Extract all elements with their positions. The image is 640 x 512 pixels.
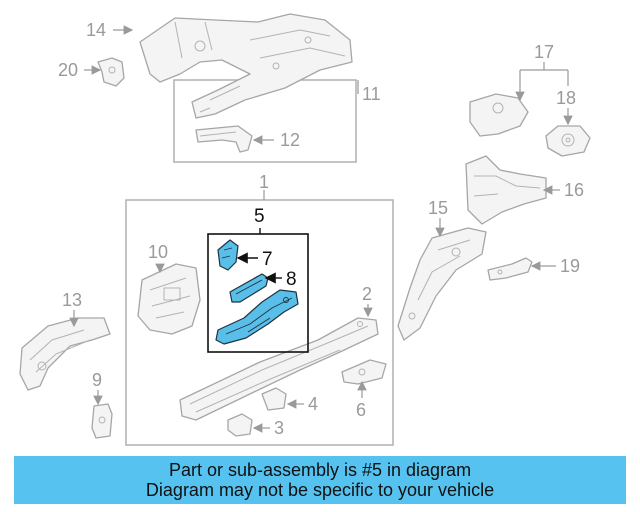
- callout-11: 11: [362, 84, 381, 104]
- part-16-wheelhouse[interactable]: [465, 155, 547, 225]
- callout-7: 7: [262, 249, 273, 270]
- sub-assembly-box-5: [207, 233, 309, 353]
- leader-lines: [69, 25, 573, 433]
- callout-14: 14: [86, 20, 106, 40]
- info-banner: Part or sub-assembly is #5 in diagram Di…: [14, 456, 626, 504]
- parts-diagram: 14 20 11 12 1 5 7 8 10 2 6 4 3 13 9 15 1…: [19, 13, 591, 446]
- callout-9: 9: [92, 370, 102, 390]
- part-7-bracket[interactable]: [217, 239, 239, 271]
- part-15-panel[interactable]: [397, 227, 487, 341]
- part-20-bracket[interactable]: [97, 57, 125, 87]
- part-17-housing[interactable]: [469, 93, 529, 137]
- callout-10: 10: [148, 242, 168, 262]
- callout-18: 18: [556, 88, 576, 108]
- sub-assembly-box-1: [125, 199, 394, 446]
- callout-2: 2: [362, 284, 372, 304]
- callout-15: 15: [428, 198, 448, 218]
- banner-line-1: Part or sub-assembly is #5 in diagram: [168, 460, 472, 480]
- part-3-bracket[interactable]: [227, 413, 253, 437]
- callout-6: 6: [356, 400, 366, 420]
- part-4-bracket[interactable]: [261, 387, 287, 411]
- callout-12: 12: [280, 130, 300, 150]
- callout-8: 8: [286, 269, 297, 290]
- callout-17: 17: [534, 42, 554, 62]
- part-18-mount[interactable]: [545, 125, 591, 157]
- part-8-reinforcement[interactable]: [229, 273, 269, 303]
- banner-line-2: Diagram may not be specific to your vehi…: [145, 480, 495, 500]
- callout-4: 4: [308, 394, 318, 414]
- callout-20: 20: [58, 60, 78, 80]
- callout-1: 1: [259, 172, 269, 192]
- part-19-bracket[interactable]: [487, 257, 533, 281]
- part-5-extension[interactable]: [215, 289, 299, 345]
- callout-5: 5: [254, 206, 265, 227]
- callout-3: 3: [274, 418, 284, 438]
- callout-13: 13: [62, 290, 82, 310]
- callout-19: 19: [560, 256, 580, 276]
- part-14-upper-rail[interactable]: [139, 13, 353, 119]
- part-6-bracket[interactable]: [341, 359, 387, 385]
- part-10-panel[interactable]: [137, 263, 201, 335]
- part-9-plate[interactable]: [91, 403, 113, 439]
- part-12-bracket[interactable]: [195, 125, 253, 153]
- callout-16: 16: [564, 180, 584, 200]
- part-2-side-rail[interactable]: [179, 317, 379, 421]
